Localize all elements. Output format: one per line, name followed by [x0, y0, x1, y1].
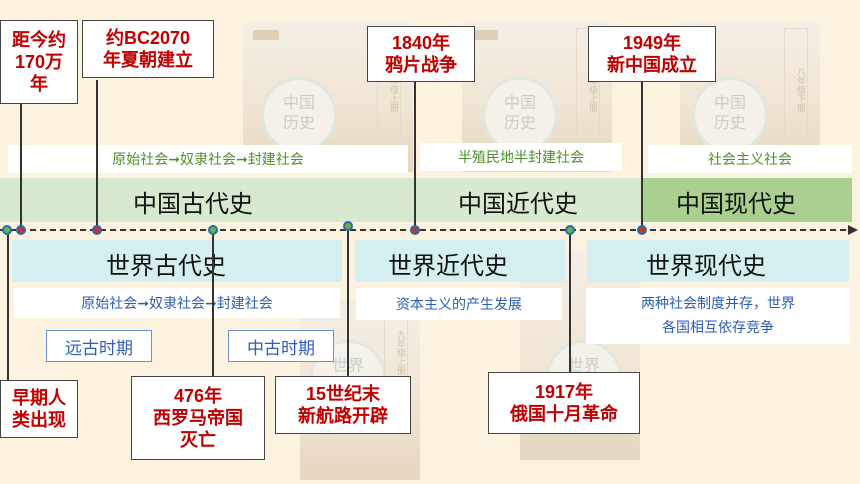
cover-title-line2: 历史: [503, 113, 536, 132]
timeline-dot-1949: [637, 225, 647, 235]
connector-top-1: [20, 104, 22, 230]
event-opium-line2: 鸦片战争: [385, 55, 457, 75]
timeline-dot-15th: [343, 221, 353, 231]
event-revolution-line1: 1917年: [534, 382, 594, 402]
event-prc-line1: 1949年: [622, 33, 682, 53]
world-modern-band: [355, 240, 565, 282]
cover-world-line1: 世界: [567, 356, 600, 375]
china-contemporary-society: 社会主义社会: [648, 145, 852, 173]
event-170wan-line2: 170万: [14, 52, 64, 72]
event-routes-line1: 15世纪末: [305, 384, 381, 404]
world-ancient-label: 世界古代史: [106, 252, 226, 280]
event-western-rome-fall: 476年 西罗马帝国 灭亡: [131, 376, 265, 460]
world-modern-society: 资本主义的产生发展: [356, 288, 562, 320]
event-rome-line2: 西罗马帝国: [153, 408, 243, 428]
china-modern-label: 中国近代史: [458, 190, 578, 218]
china-ancient-band: [0, 178, 412, 222]
connector-bottom-3: [347, 226, 349, 376]
china-ancient-label: 中国古代史: [133, 190, 253, 218]
event-rome-line3: 灭亡: [180, 430, 216, 450]
china-modern-band: [412, 178, 642, 222]
event-170wan: 距今约 170万 年: [0, 20, 78, 104]
china-modern-society: 半殖民地半封建社会: [420, 143, 622, 171]
timeline-dot-1917: [565, 225, 575, 235]
timeline-axis: [0, 225, 858, 235]
connector-bottom-2: [212, 230, 214, 376]
cover-title-line2: 历史: [713, 113, 746, 132]
world-ancient-band: [12, 240, 342, 282]
event-prc-founded: 1949年 新中国成立: [588, 26, 716, 82]
event-new-sea-routes: 15世纪末 新航路开辟: [275, 376, 411, 434]
connector-top-3: [414, 80, 416, 230]
cover-title-line1: 中国: [282, 93, 315, 112]
china-contemporary-label: 中国现代史: [676, 190, 796, 218]
connector-bottom-1: [7, 230, 9, 380]
event-october-revolution: 1917年 俄国十月革命: [488, 372, 640, 434]
event-routes-line2: 新航路开辟: [298, 406, 388, 426]
connector-top-4: [641, 80, 643, 230]
event-170wan-line1: 距今约: [12, 30, 66, 50]
world-contemporary-society-line1: 两种社会制度并存，世界: [641, 296, 795, 312]
era-remote-label: 远古时期: [46, 330, 152, 362]
world-modern-label: 世界近代史: [388, 252, 508, 280]
cover-grade-label: 八年级下册: [784, 28, 808, 150]
event-170wan-line3: 年: [30, 74, 48, 94]
timeline-dot-170wan: [16, 225, 26, 235]
event-xia-line2: 年夏朝建立: [103, 50, 193, 70]
china-contemporary-band: [642, 178, 852, 222]
event-early-humans-line1: 早期人: [12, 388, 66, 408]
event-opium-line1: 1840年: [391, 33, 451, 53]
event-xia-founded: 约BC2070 年夏朝建立: [82, 20, 214, 78]
event-early-humans-line2: 类出现: [12, 410, 66, 430]
china-ancient-society: 原始社会➞奴隶社会➞封建社会: [8, 145, 408, 173]
connector-top-2: [96, 80, 98, 230]
timeline-dot-early-humans: [2, 225, 12, 235]
event-xia-line1: 约BC2070: [105, 28, 191, 48]
connector-bottom-4: [569, 230, 571, 372]
timeline-dot-1840: [410, 225, 420, 235]
event-early-humans: 早期人 类出现: [0, 380, 78, 438]
world-contemporary-label: 世界现代史: [646, 252, 766, 280]
timeline-dot-xia: [92, 225, 102, 235]
cover-title-line1: 中国: [503, 93, 536, 112]
event-revolution-line2: 俄国十月革命: [510, 404, 618, 424]
world-contemporary-society-line2: 各国相互依存竞争: [662, 320, 774, 336]
world-ancient-society: 原始社会➞奴隶社会➞封建社会: [14, 288, 340, 318]
era-middle-label: 中古时期: [228, 330, 334, 362]
world-contemporary-band: [587, 240, 849, 282]
event-prc-line2: 新中国成立: [607, 55, 697, 75]
world-contemporary-society: 两种社会制度并存，世界 各国相互依存竞争: [586, 288, 850, 344]
event-opium-war: 1840年 鸦片战争: [367, 26, 475, 82]
event-rome-line1: 476年: [173, 386, 223, 406]
cover-title-line2: 历史: [282, 113, 315, 132]
timeline-dot-476: [208, 225, 218, 235]
cover-title-line1: 中国: [713, 93, 746, 112]
